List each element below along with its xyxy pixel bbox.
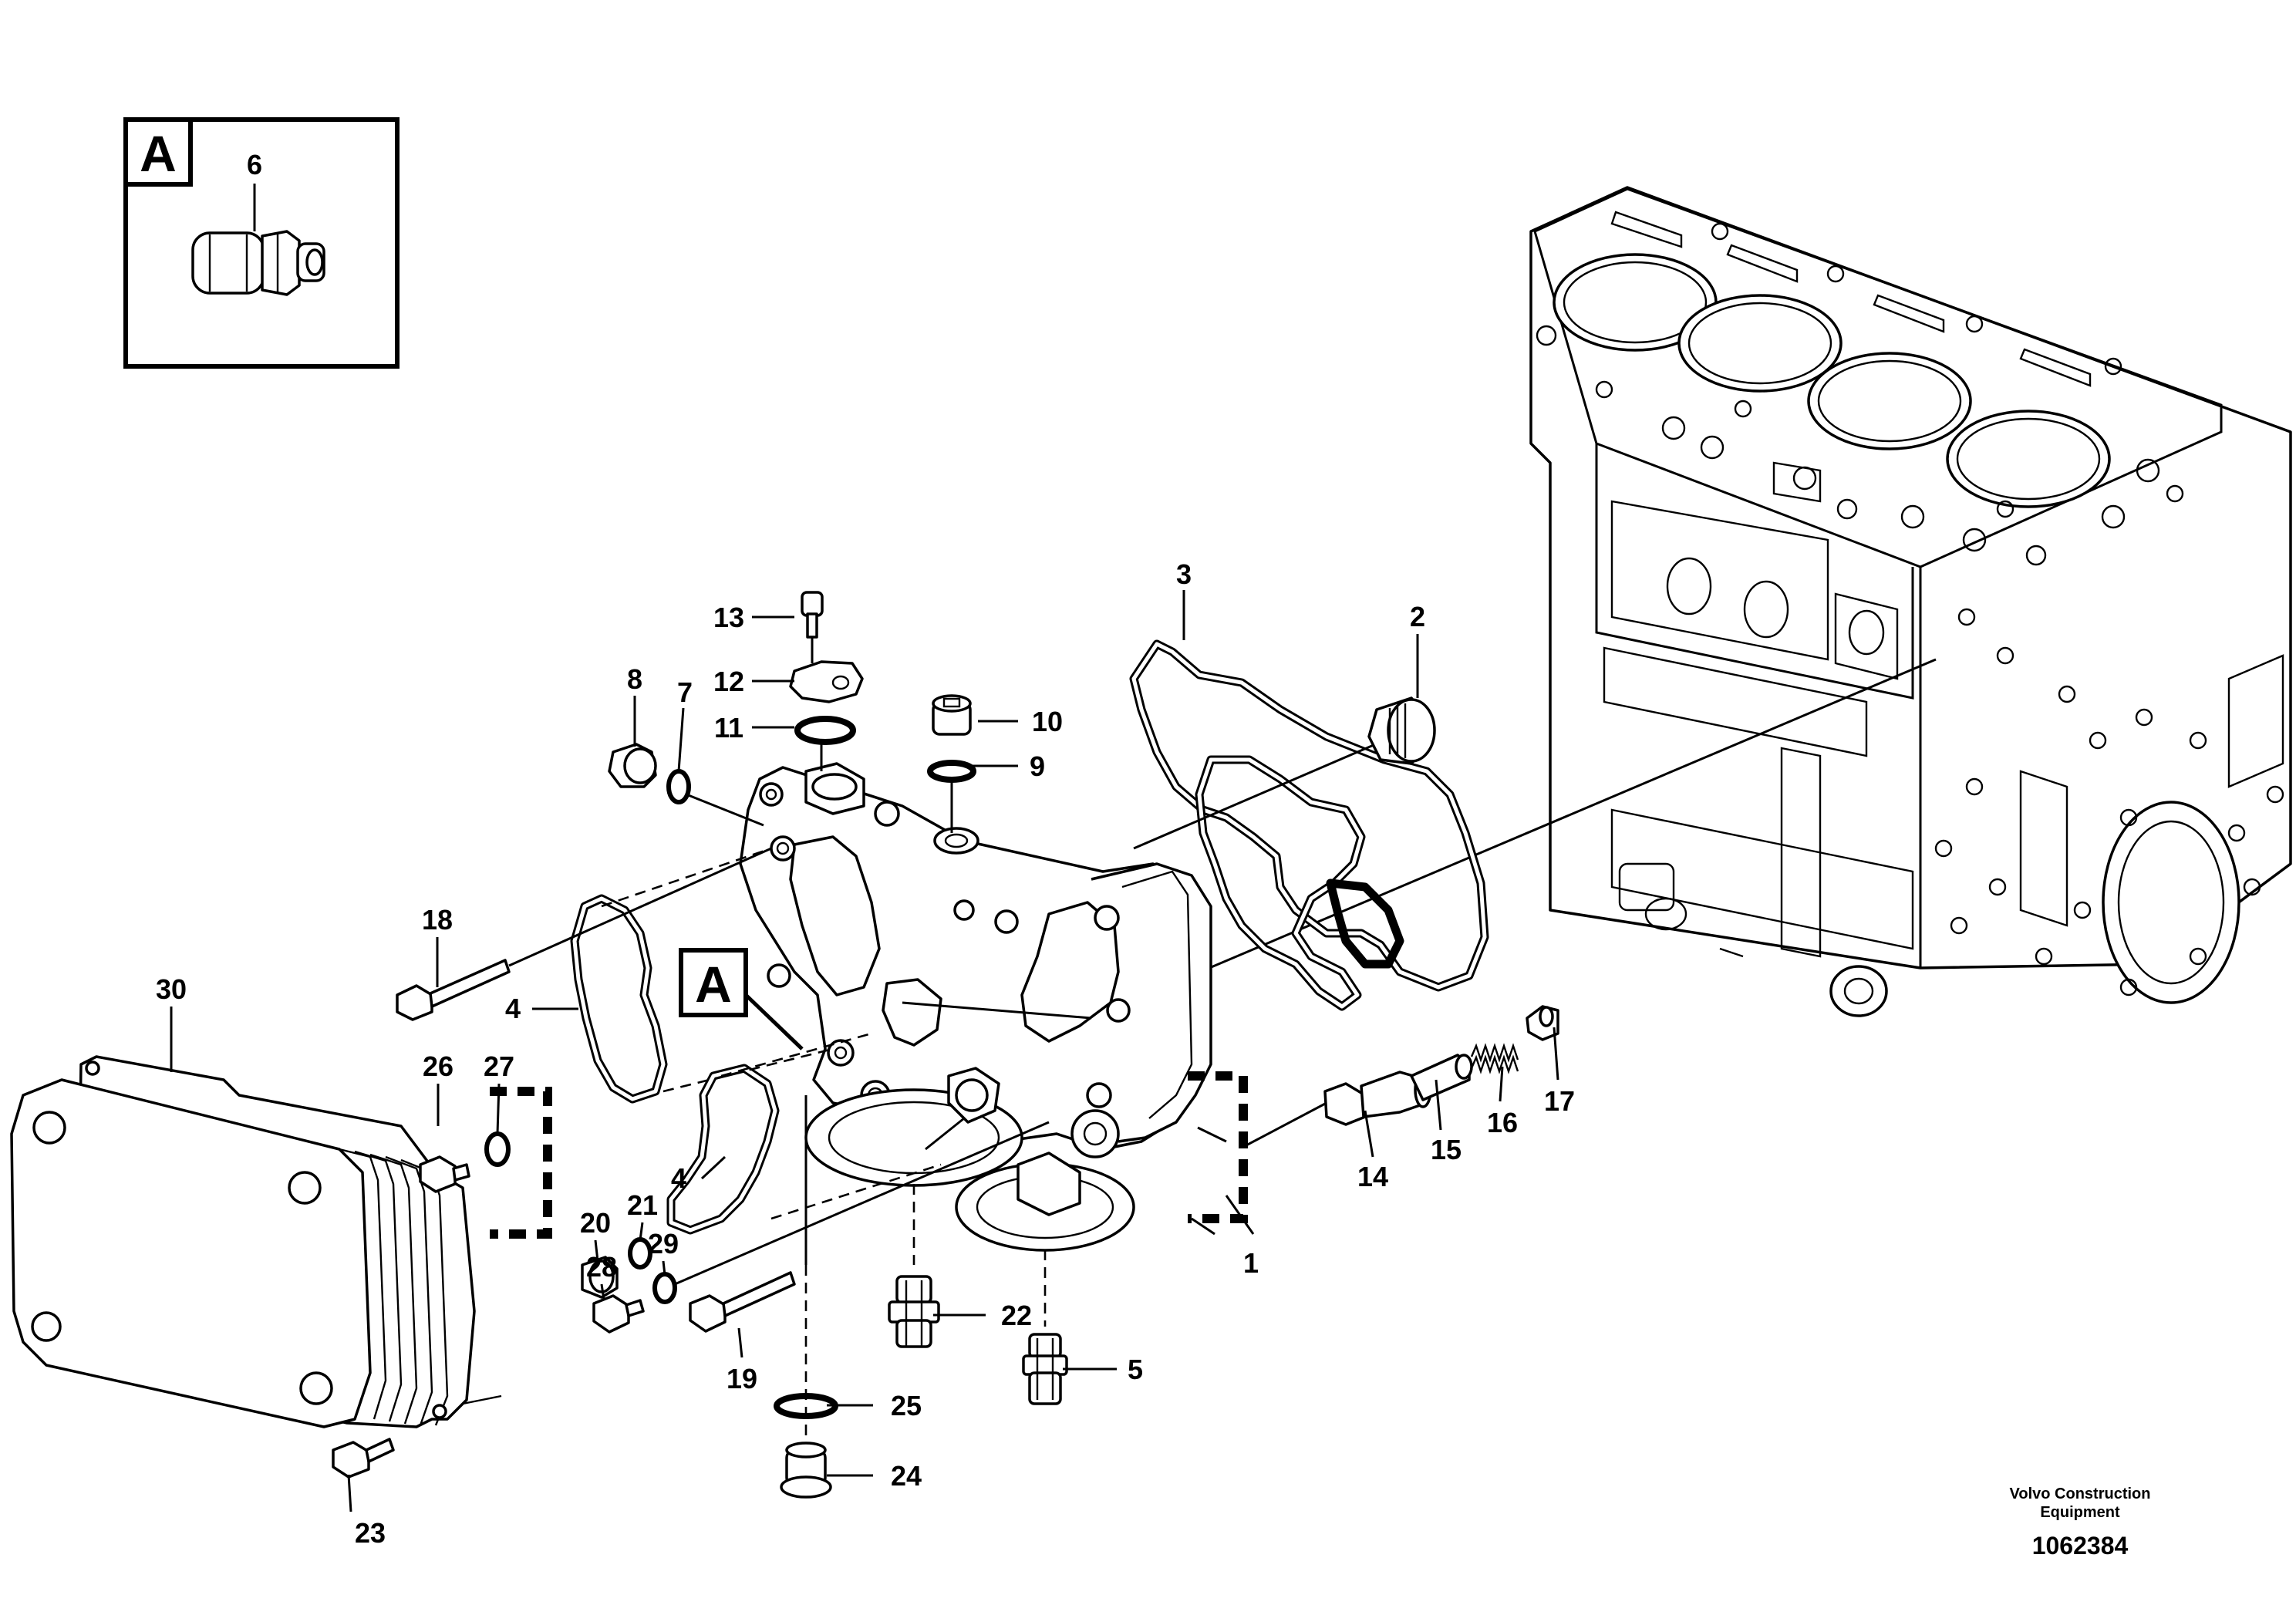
callout-27: 27 bbox=[484, 1050, 514, 1082]
screw-part-13 bbox=[801, 591, 824, 663]
callout-21: 21 bbox=[627, 1189, 658, 1221]
bolt-part-23 bbox=[332, 1438, 395, 1479]
callout-17: 17 bbox=[1544, 1085, 1575, 1117]
callout-26: 26 bbox=[423, 1050, 453, 1082]
plug-part-17 bbox=[1526, 1005, 1559, 1041]
washer-part-9 bbox=[927, 760, 976, 783]
callout-30: 30 bbox=[156, 973, 187, 1005]
plug-part-2 bbox=[1133, 696, 1436, 850]
callout-leaders bbox=[170, 590, 1559, 1512]
bolt-part-28 bbox=[592, 1294, 645, 1334]
fitting-part-5 bbox=[1022, 1333, 1068, 1405]
oil-cooler-part-30 bbox=[10, 1055, 502, 1428]
callout-11: 11 bbox=[714, 712, 743, 744]
callout-4-lower: 4 bbox=[671, 1162, 686, 1194]
callout-20: 20 bbox=[580, 1207, 611, 1239]
credit-line-1: Volvo Construction bbox=[2010, 1485, 2151, 1502]
callout-22: 22 bbox=[1001, 1300, 1032, 1331]
callout-15: 15 bbox=[1431, 1134, 1462, 1165]
detail-box-label: A bbox=[140, 125, 177, 182]
plug-part-24 bbox=[780, 1442, 832, 1499]
gasket-part-4-lower bbox=[666, 1064, 780, 1235]
plug-part-8 bbox=[608, 743, 657, 788]
o-ring-part-11 bbox=[794, 716, 856, 745]
callout-18: 18 bbox=[422, 904, 453, 936]
callout-10: 10 bbox=[1032, 706, 1063, 737]
oil-cooler-housing-part-1 bbox=[739, 762, 1212, 1252]
alignment-line bbox=[1091, 658, 1937, 1020]
assembly-dashed-lines bbox=[601, 847, 1047, 1458]
callout-9: 9 bbox=[1030, 750, 1045, 782]
callout-2: 2 bbox=[1410, 601, 1425, 632]
callout-4-upper: 4 bbox=[505, 993, 521, 1024]
callout-5: 5 bbox=[1128, 1354, 1143, 1385]
piston-part-15 bbox=[1410, 1054, 1473, 1101]
callout-7: 7 bbox=[677, 676, 693, 708]
callout-13: 13 bbox=[713, 602, 744, 633]
document-number: 1062384 bbox=[2032, 1532, 2129, 1560]
plug-part-10 bbox=[932, 694, 972, 736]
engine-block-drawing bbox=[1529, 186, 2292, 1017]
gasket-part-3 bbox=[1129, 639, 1489, 1011]
gasket-part-4-upper bbox=[570, 894, 668, 1104]
callout-16: 16 bbox=[1487, 1107, 1518, 1138]
pressure-sensor-icon bbox=[191, 230, 325, 296]
callout-12: 12 bbox=[713, 666, 744, 697]
spring-part-16 bbox=[1470, 1043, 1519, 1074]
callout-24: 24 bbox=[891, 1460, 922, 1492]
callout-28: 28 bbox=[586, 1251, 617, 1283]
plug-part-20 bbox=[581, 1256, 619, 1299]
callout-23: 23 bbox=[355, 1517, 386, 1549]
bracket-right bbox=[1188, 1071, 1248, 1223]
callout-14: 14 bbox=[1357, 1161, 1388, 1192]
callout-6: 6 bbox=[247, 149, 262, 180]
callout-25: 25 bbox=[891, 1390, 922, 1421]
bolt-part-18 bbox=[396, 847, 772, 1021]
bolt-part-19 bbox=[689, 1271, 796, 1333]
bolt-part-26 bbox=[419, 1155, 470, 1193]
fitting-part-22 bbox=[888, 1275, 940, 1348]
detail-box-a: A 6 bbox=[123, 117, 400, 369]
callout-19: 19 bbox=[727, 1363, 757, 1394]
credit-line-2: Equipment bbox=[2040, 1504, 2120, 1521]
callout-1: 1 bbox=[1243, 1247, 1259, 1279]
callout-8: 8 bbox=[627, 663, 642, 695]
callout-29: 29 bbox=[648, 1228, 679, 1259]
clamp-plate-part-12 bbox=[789, 660, 864, 703]
view-marker-label: A bbox=[695, 956, 732, 1013]
callout-3: 3 bbox=[1176, 558, 1192, 590]
view-a-marker: A bbox=[679, 948, 804, 1050]
callout-labels: 1 2 3 4 4 5 7 8 9 10 11 12 13 14 15 16 1… bbox=[156, 558, 1575, 1549]
bracket-left bbox=[490, 1087, 552, 1239]
